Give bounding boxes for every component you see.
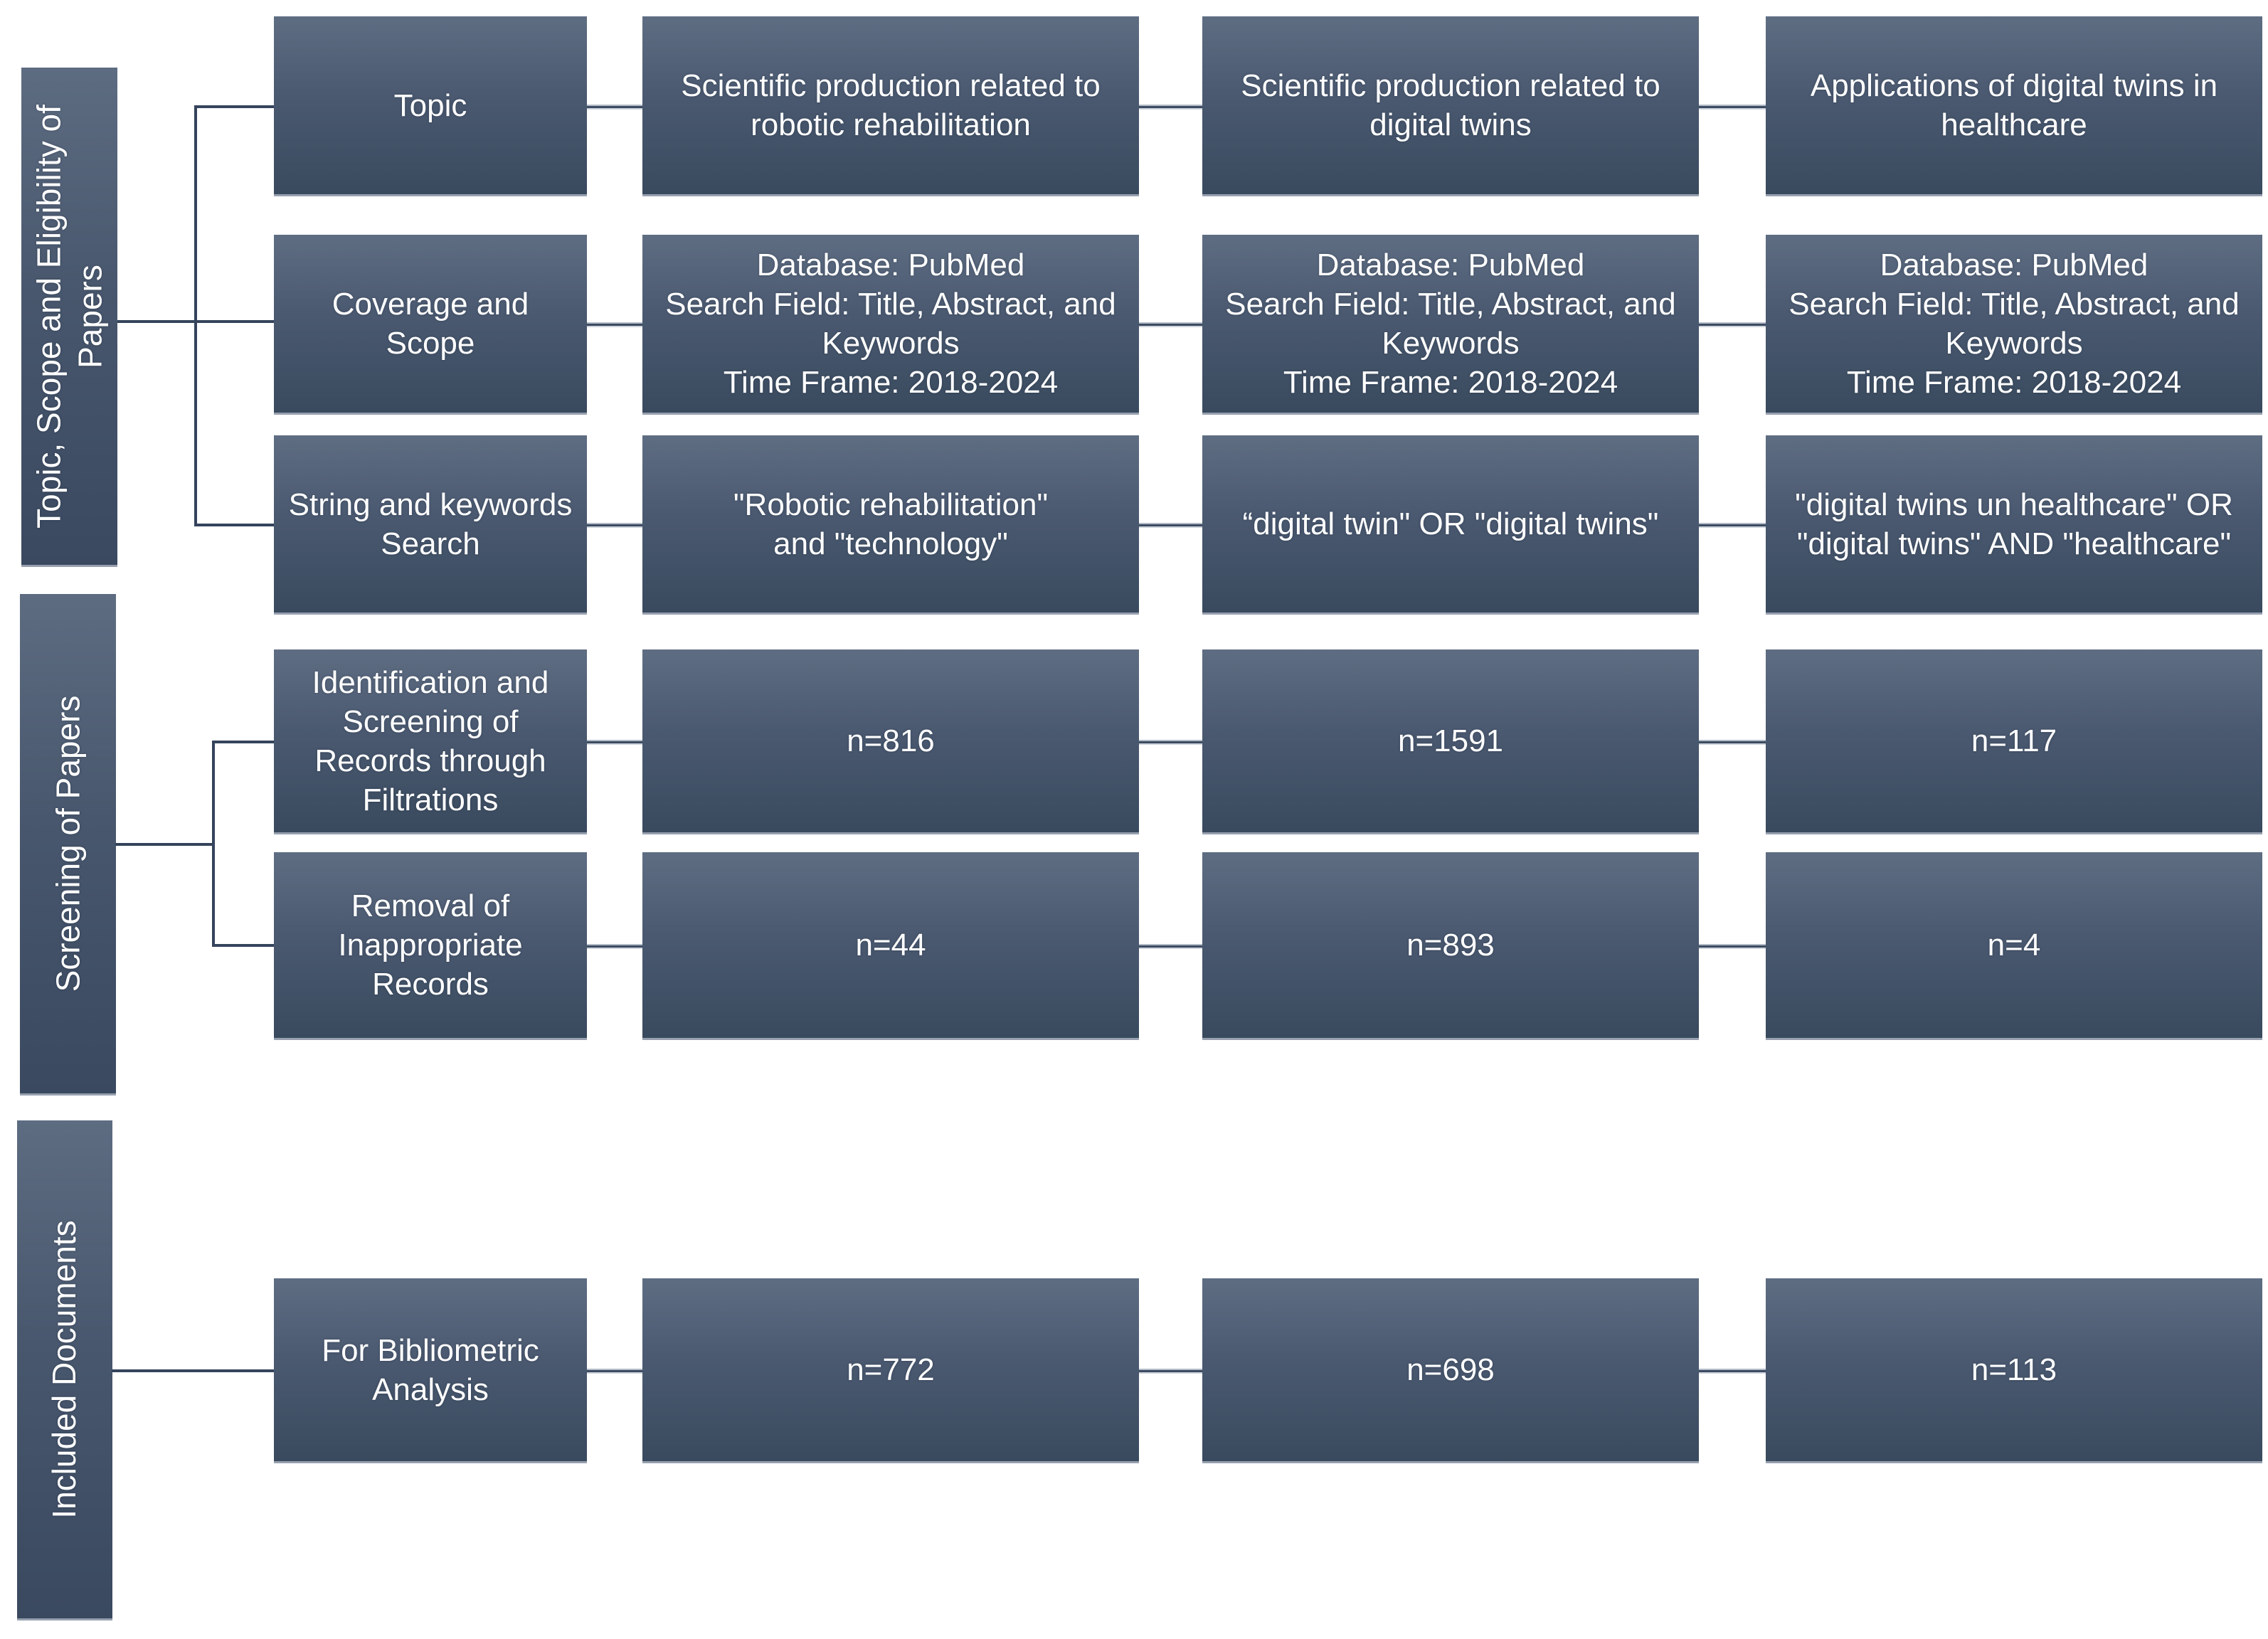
row-header-text: Removal of Inappropriate Records [338,889,523,1002]
row-header-identification-screening: Identification and Screening of Records … [274,649,587,834]
row-header-removal-records: Removal of Inappropriate Records [274,852,587,1040]
connector-section2-row4 [213,741,274,743]
cell-text: Scientific production related to digital… [1241,68,1660,142]
cell-count-text: n=113 [1971,1352,2057,1387]
connector-row1-a-b [587,105,642,110]
connector-row5-b-c [1139,944,1202,949]
cell-string-robotic: "Robotic rehabilitation" and "technology… [642,435,1139,615]
cell-text: Applications of digital twins in healthc… [1810,68,2218,142]
cell-topic-digital-twins: Scientific production related to digital… [1202,16,1699,196]
connector-section3-label [112,1369,274,1372]
cell-included-robotic: n=772 [642,1278,1139,1463]
cell-included-healthcare: n=113 [1766,1278,2262,1463]
cell-count-text: n=4 [1987,928,2041,962]
cell-removed-healthcare: n=4 [1766,852,2262,1040]
cell-coverage-healthcare: Database: PubMed Search Field: Title, Ab… [1766,235,2262,415]
connector-section2-label [115,843,215,846]
section-label-included-documents: Included Documents [17,1120,112,1621]
cell-coverage-robotic: Database: PubMed Search Field: Title, Ab… [642,235,1139,415]
connector-row5-a-b [587,944,642,949]
cell-text: Database: PubMed Search Field: Title, Ab… [1225,248,1676,400]
cell-text: Database: PubMed Search Field: Title, Ab… [1789,248,2240,400]
cell-count-text: n=816 [847,723,935,758]
section-label-text: Included Documents [46,1220,83,1519]
row-header-bibliometric-analysis: For Bibliometric Analysis [274,1278,587,1463]
row-header-text: For Bibliometric Analysis [322,1332,539,1407]
connector-section1-row1 [196,105,274,108]
cell-count-text: n=44 [855,928,926,962]
connector-section2-stem [212,741,215,947]
cell-removed-robotic: n=44 [642,852,1139,1040]
cell-included-digital-twins: n=698 [1202,1278,1699,1463]
cell-text: Database: PubMed Search Field: Title, Ab… [665,248,1116,400]
cell-count-text: n=698 [1406,1352,1495,1387]
cell-string-healthcare: "digital twins un healthcare" OR "digita… [1766,435,2262,615]
connector-row6-b-c [1139,1369,1202,1374]
cell-count-text: n=1591 [1397,723,1504,758]
connector-section1-stem [194,105,197,526]
connector-section1-row3 [196,524,274,526]
cell-text: Scientific production related to robotic… [681,68,1101,142]
connector-section2-row5 [213,944,274,947]
connector-row1-b-c [1139,105,1202,110]
connector-row2-b-c [1139,322,1202,327]
section-label-text: Screening of Papers [48,695,86,992]
cell-screened-robotic: n=816 [642,649,1139,834]
connector-row4-c-d [1699,740,1766,745]
row-header-text: Identification and Screening of Records … [312,664,549,817]
cell-count-text: n=893 [1406,928,1495,962]
connector-row2-c-d [1699,322,1766,327]
cell-string-digital-twins: “digital twin" OR "digital twins" [1202,435,1699,615]
cell-topic-healthcare: Applications of digital twins in healthc… [1766,16,2262,196]
connector-row4-a-b [587,740,642,745]
row-header-coverage-scope: Coverage and Scope [274,235,587,415]
cell-count-text: n=117 [1971,723,2057,758]
cell-text: "Robotic rehabilitation" and "technology… [733,487,1049,561]
connector-row3-c-d [1699,523,1766,528]
cell-text: "digital twins un healthcare" OR "digita… [1795,487,2233,561]
connector-row3-a-b [587,523,642,528]
section-label-screening: Screening of Papers [20,594,116,1096]
connector-row5-c-d [1699,944,1766,949]
cell-screened-digital-twins: n=1591 [1202,649,1699,834]
section-label-topic-scope-eligibility: Topic, Scope and Eligibility of Papers [21,68,117,567]
connector-row1-c-d [1699,105,1766,110]
connector-row6-c-d [1699,1369,1766,1374]
row-header-string-keywords: String and keywords Search [274,435,587,615]
connector-row3-b-c [1139,523,1202,528]
cell-text: “digital twin" OR "digital twins" [1242,506,1659,541]
row-header-text: Topic [393,87,467,123]
connector-row4-b-c [1139,740,1202,745]
cell-screened-healthcare: n=117 [1766,649,2262,834]
connector-row2-a-b [587,322,642,327]
cell-coverage-digital-twins: Database: PubMed Search Field: Title, Ab… [1202,235,1699,415]
row-header-topic: Topic [274,16,587,196]
cell-topic-robotic: Scientific production related to robotic… [642,16,1139,196]
cell-count-text: n=772 [847,1352,935,1387]
connector-row6-a-b [587,1369,642,1374]
section-label-text: Topic, Scope and Eligibility of Papers [30,104,108,529]
row-header-text: Coverage and Scope [332,287,529,361]
row-header-text: String and keywords Search [288,487,573,561]
cell-removed-digital-twins: n=893 [1202,852,1699,1040]
